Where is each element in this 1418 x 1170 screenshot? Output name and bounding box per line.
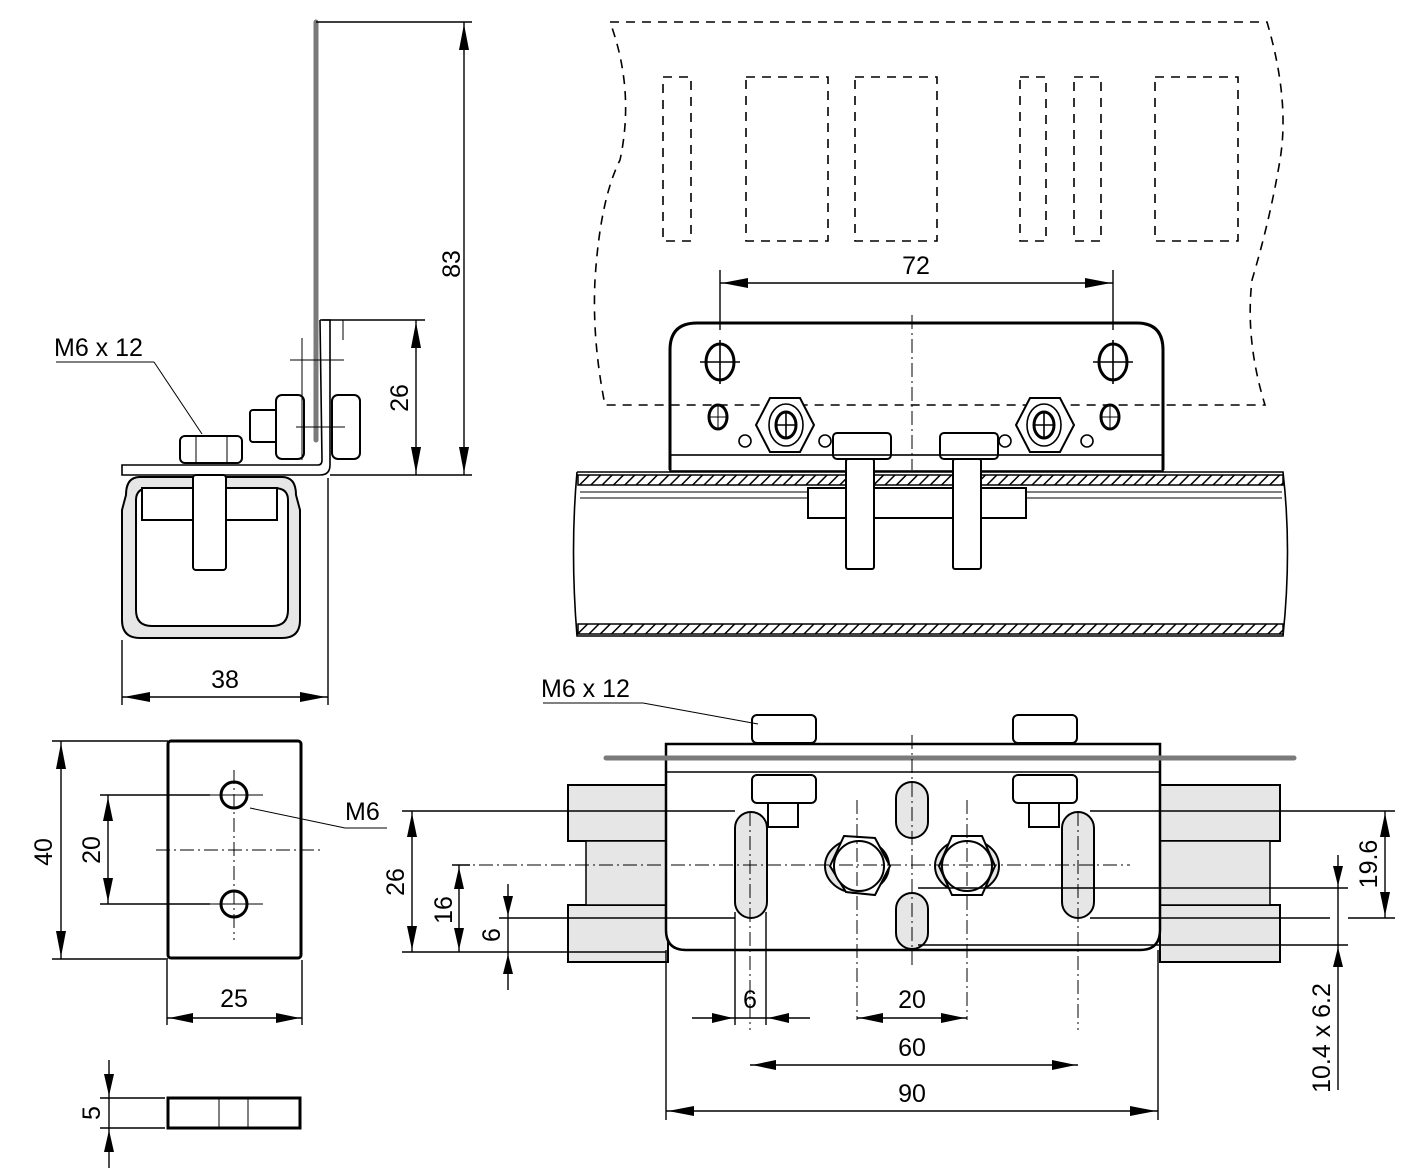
dim-slot-size: 10.4 x 6.2 — [1308, 983, 1336, 1093]
thread-callout-m6: M6 — [345, 798, 380, 826]
sensor-outline-dashed — [593, 21, 1284, 406]
rail-right-upper — [1159, 784, 1281, 842]
front-nut-right — [1014, 397, 1076, 453]
side-screw-callout: M6 x 12 — [54, 334, 143, 362]
dim-25: 25 — [220, 985, 248, 1013]
mount-hole-right — [1093, 340, 1133, 384]
dim-6-slot: 6 — [743, 986, 757, 1014]
dim-5: 5 — [78, 1106, 106, 1120]
dim-83: 83 — [438, 250, 466, 278]
dim-20-top: 20 — [898, 986, 926, 1014]
dim-20-plate: 20 — [78, 836, 106, 864]
dim-38: 38 — [211, 666, 239, 694]
bracket-plate-front — [668, 321, 1165, 470]
rail-left-lower — [567, 904, 669, 963]
dim-19-6: 19.6 — [1355, 840, 1383, 889]
front-view: 72 — [572, 21, 1289, 637]
top-bolt-head-left — [751, 714, 817, 744]
dim-16: 16 — [430, 896, 458, 924]
slot-nut-front — [807, 487, 1027, 519]
dim-72: 72 — [902, 252, 930, 280]
rail-right-lower — [1159, 904, 1281, 963]
m6-thread-hole-top — [208, 780, 263, 810]
dim-26-top: 26 — [382, 868, 410, 896]
angle-bracket — [121, 319, 331, 476]
clamp-plate-view: M6 40 20 25 5 — [30, 739, 387, 1168]
m6-thread-hole-bottom — [208, 889, 263, 919]
dim-60: 60 — [898, 1034, 926, 1062]
clamp-plate-edge — [166, 1096, 302, 1130]
dim-26-side: 26 — [386, 384, 414, 412]
side-bolt-shank — [249, 409, 279, 443]
dim-40: 40 — [30, 838, 58, 866]
top-bolt-head-right — [1012, 714, 1078, 744]
profile-tube — [572, 471, 1289, 637]
front-bolt-shank-right — [952, 458, 982, 570]
front-nut-left — [754, 397, 816, 453]
dim-90: 90 — [898, 1080, 926, 1108]
rail-left-upper — [567, 784, 669, 842]
front-bolt-shank-left — [845, 458, 875, 570]
dim-6-vertical: 6 — [478, 928, 506, 942]
top-screw-callout: M6 x 12 — [541, 675, 630, 703]
side-view: M6 x 12 83 26 38 — [54, 19, 472, 705]
side-hex-bolt — [179, 435, 243, 464]
top-view: M6 x 12 26 16 — [382, 675, 1395, 1120]
mount-hole-left — [700, 340, 740, 384]
